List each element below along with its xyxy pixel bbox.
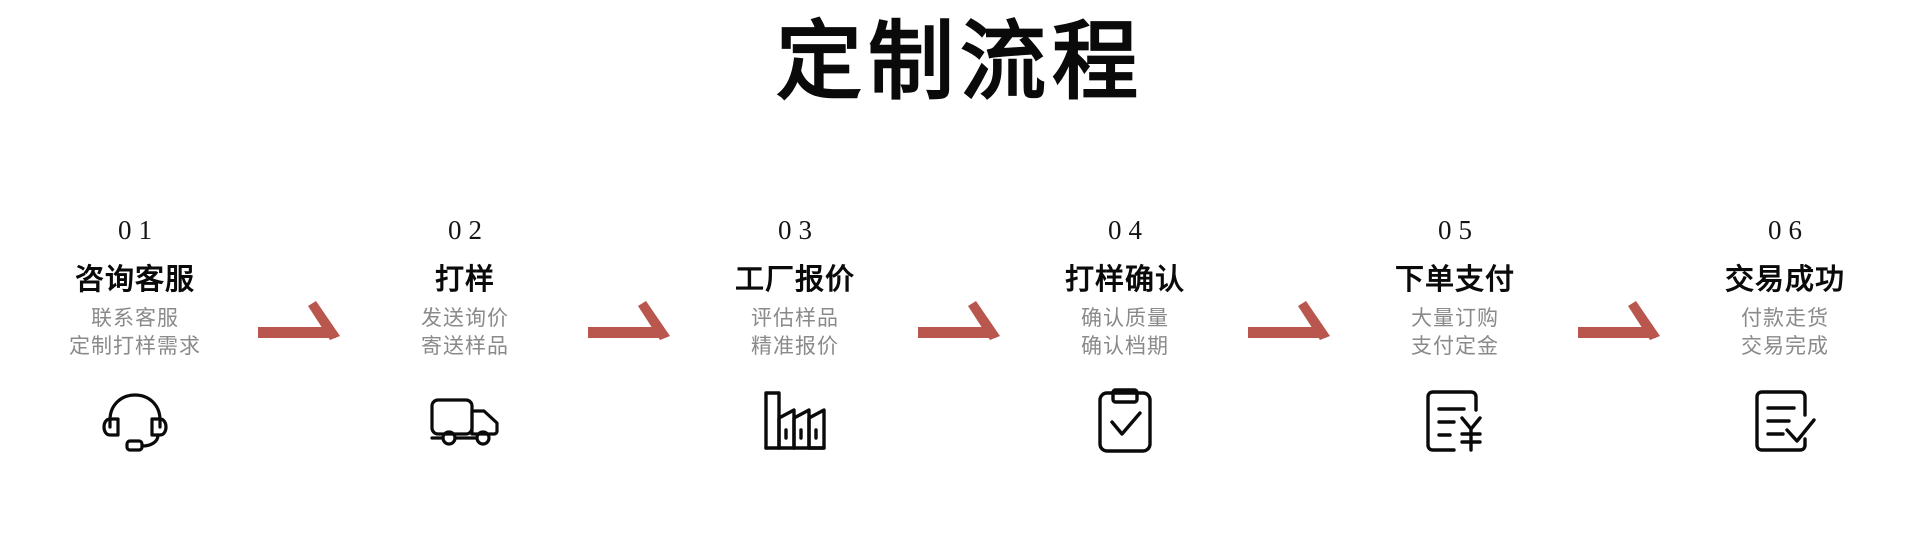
delivery-truck-icon: [427, 383, 503, 459]
flow-step-04: 04 打样确认 确认质量 确认档期: [1006, 215, 1244, 459]
factory-icon: [757, 383, 833, 459]
headset-icon: [97, 383, 173, 459]
step-desc-line2: 定制打样需求: [69, 335, 201, 358]
flow-step-02: 02 打样 发送询价 寄送样品: [346, 215, 584, 459]
clipboard-check-icon: [1087, 383, 1163, 459]
step-desc-line2: 支付定金: [1411, 335, 1499, 358]
flow-step-06: 06 交易成功 付款走货 交易完成: [1666, 215, 1904, 459]
step-desc-line2: 寄送样品: [421, 335, 509, 358]
step-title: 咨询客服: [74, 262, 195, 296]
flow-step-01: 01 咨询客服 联系客服 定制打样需求: [16, 215, 254, 459]
step-number: 03: [778, 215, 819, 245]
arrow-right-icon: [1244, 293, 1336, 353]
step-number: 06: [1768, 215, 1809, 245]
step-desc-line1: 联系客服: [91, 307, 179, 330]
step-title: 工厂报价: [734, 262, 855, 296]
step-desc-line1: 确认质量: [1081, 307, 1169, 330]
step-title: 打样: [434, 262, 495, 296]
custom-process-flow: 01 咨询客服 联系客服 定制打样需求 02 打样 发送询价 寄送样品: [0, 215, 1920, 455]
step-desc-line1: 大量订购: [1411, 307, 1499, 330]
step-title: 交易成功: [1724, 262, 1845, 296]
page-title: 定制流程: [776, 12, 1144, 112]
step-desc-line1: 发送询价: [421, 307, 509, 330]
step-desc-line2: 精准报价: [751, 335, 839, 358]
step-title: 下单支付: [1394, 262, 1515, 296]
step-desc-line1: 付款走货: [1741, 307, 1829, 330]
step-number: 01: [118, 215, 159, 245]
arrow-right-icon: [1574, 293, 1666, 353]
flow-step-03: 03 工厂报价 评估样品 精准报价: [676, 215, 914, 459]
step-number: 04: [1108, 215, 1149, 245]
step-desc-line2: 交易完成: [1741, 335, 1829, 358]
step-title: 打样确认: [1064, 262, 1185, 296]
invoice-yuan-icon: [1417, 383, 1493, 459]
step-desc-line1: 评估样品: [751, 307, 839, 330]
step-number: 02: [448, 215, 489, 245]
arrow-right-icon: [584, 293, 676, 353]
arrow-right-icon: [914, 293, 1006, 353]
document-check-icon: [1747, 383, 1823, 459]
flow-step-05: 05 下单支付 大量订购 支付定金: [1336, 215, 1574, 459]
step-desc-line2: 确认档期: [1081, 335, 1169, 358]
arrow-right-icon: [254, 293, 346, 353]
step-number: 05: [1438, 215, 1479, 245]
